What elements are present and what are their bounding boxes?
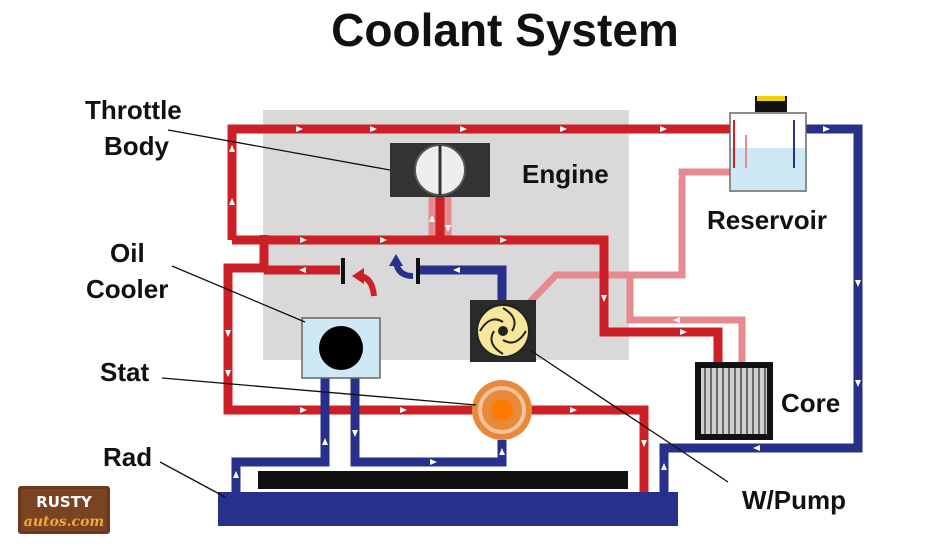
core-label: Core xyxy=(781,388,840,418)
diagram-title: Coolant System xyxy=(331,4,679,56)
radiator-top-tank xyxy=(258,471,628,489)
radiator xyxy=(218,492,678,526)
oil-cooler xyxy=(301,317,381,379)
throttle-body xyxy=(390,143,490,197)
logo-line1: RUSTY xyxy=(36,493,93,511)
thermostat xyxy=(472,380,532,440)
flow-arrows xyxy=(225,126,861,478)
water-pump xyxy=(470,300,536,362)
engine-thermostat-gates xyxy=(341,254,420,297)
throttle-body-label-line2: Body xyxy=(104,131,170,161)
logo-line2: autos.com xyxy=(24,514,105,530)
rusty-autos-logo: RUSTY autos.com xyxy=(18,486,110,534)
leader-lines xyxy=(159,129,729,498)
rad-label: Rad xyxy=(103,442,152,472)
oil-cooler-label-line1: Oil xyxy=(110,238,145,268)
water-pump-label: W/Pump xyxy=(742,485,846,515)
engine-label: Engine xyxy=(522,159,609,189)
stat-label: Stat xyxy=(100,357,149,387)
throttle-body-label-line1: Throttle xyxy=(85,95,182,125)
heater-core xyxy=(695,362,773,440)
reservoir-label: Reservoir xyxy=(707,205,827,235)
reservoir xyxy=(729,96,807,192)
oil-cooler-label-line2: Cooler xyxy=(86,274,168,304)
